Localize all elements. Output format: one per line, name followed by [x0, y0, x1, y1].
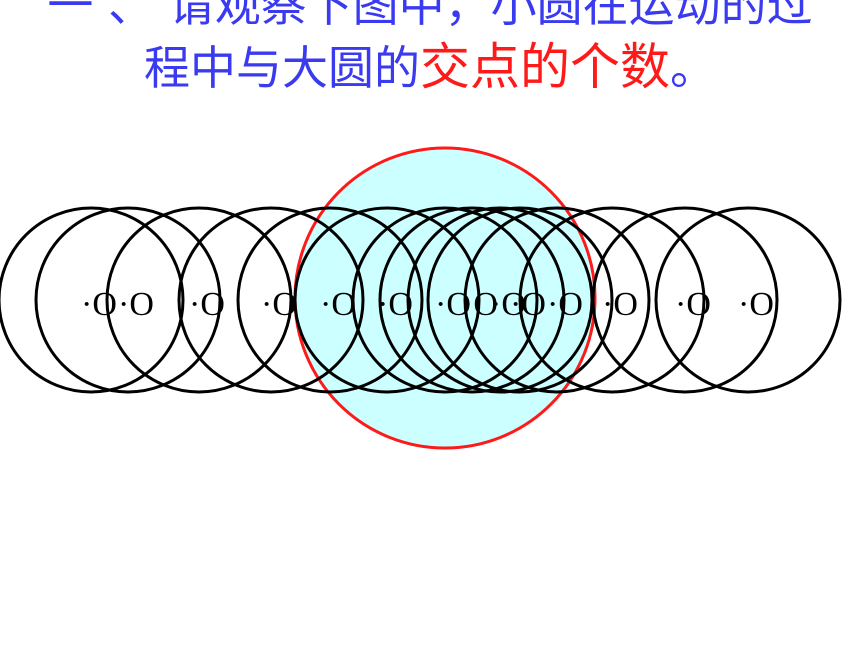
- small-circle: [0, 206, 185, 394]
- small-circle: [236, 206, 424, 394]
- small-circle: [463, 206, 651, 394]
- center-label: ·O: [602, 286, 638, 323]
- small-circle: [378, 206, 566, 394]
- center-label: ·O: [675, 286, 711, 323]
- small-circle: [177, 206, 365, 394]
- title-end-mark: 。: [670, 41, 716, 95]
- small-circle: [426, 206, 614, 394]
- center-label: ·O: [118, 286, 154, 323]
- small-circle: [293, 206, 481, 394]
- title-emphasis: 交点的个数: [420, 38, 670, 96]
- small-circle: [105, 206, 293, 394]
- small-circle: [34, 206, 222, 394]
- center-label: ·O: [189, 286, 225, 323]
- center-label: ·O: [490, 286, 526, 323]
- page-title: 一 、 请观察下图中，小圆在运动的过程中与大圆的交点的个数。: [40, 0, 820, 99]
- small-circle: [591, 206, 779, 394]
- center-label: ·O: [320, 286, 356, 323]
- center-label: ·O: [261, 286, 297, 323]
- title-text: 一 、 请观察下图中，小圆在运动的过程中与大圆的: [47, 0, 813, 95]
- center-label: ·O: [377, 286, 413, 323]
- center-label: ·O: [547, 286, 583, 323]
- small-circle: [654, 206, 842, 394]
- center-label: ·O: [462, 286, 498, 323]
- center-label: ·O: [81, 286, 117, 323]
- center-label: ·O: [738, 286, 774, 323]
- center-label: ·O: [435, 286, 471, 323]
- small-circles: [0, 206, 842, 394]
- small-circle: [351, 206, 539, 394]
- small-circle: [518, 206, 706, 394]
- center-label: ·O: [510, 286, 546, 323]
- center-labels: ·O·O·O·O·O·O·O·O·O·O·O·O·O·O: [81, 286, 774, 323]
